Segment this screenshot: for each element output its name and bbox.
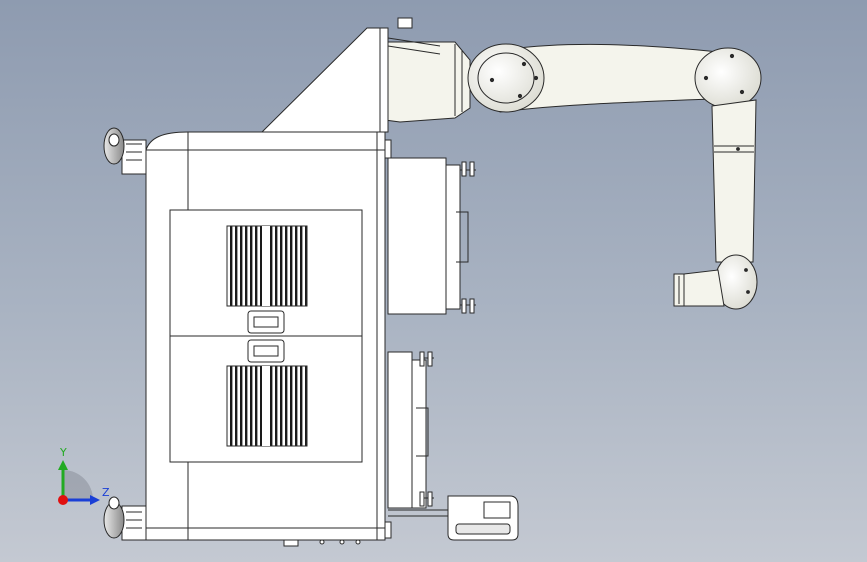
- triad-y-label: Y: [59, 446, 67, 459]
- triad-y-arrowhead: [58, 460, 68, 470]
- cabinet-hinge-top: [384, 139, 392, 159]
- caster-wheel-top: [103, 127, 147, 175]
- cabinet-foot: [283, 539, 299, 547]
- lower-drawer-handle: [416, 407, 429, 457]
- caster-bracket: [121, 139, 147, 175]
- upper-drawer-box: [387, 157, 447, 315]
- arm-wrist-extension: [683, 269, 725, 307]
- lower-side-drawer: [387, 351, 434, 509]
- foot-pedal-button: [483, 501, 511, 519]
- upper-drawer-face: [445, 164, 461, 310]
- base-tray: [388, 495, 519, 541]
- arm-forearm-link: [711, 99, 757, 263]
- robot-arm: [384, 41, 762, 310]
- arm-base-flange: [384, 41, 471, 123]
- top-mount: [397, 17, 413, 29]
- caster-bracket: [121, 505, 147, 541]
- triad-z-arrowhead: [90, 495, 100, 505]
- caster-wheel-bottom: [103, 496, 147, 541]
- upper-drawer-handle: [456, 211, 469, 263]
- lower-drawer-face: [411, 359, 427, 509]
- lower-drawer-box: [387, 351, 413, 509]
- cabinet-hinge-bottom: [384, 521, 392, 539]
- head-column: [379, 27, 389, 133]
- arm-shoulder-joint: [467, 43, 545, 113]
- triad-z-label: Z: [102, 486, 110, 499]
- triad-x-axis-dot: [58, 495, 68, 505]
- main-cabinet: [145, 131, 392, 547]
- coordinate-triad-icon: Y Z: [58, 446, 110, 505]
- upper-side-drawer: [387, 157, 476, 315]
- slanted-wedge: [260, 27, 386, 133]
